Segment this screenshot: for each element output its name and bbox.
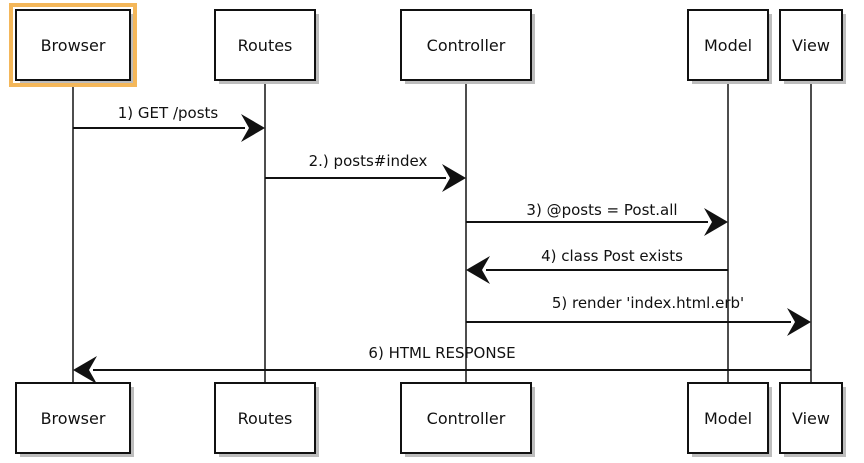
participant-box: [687, 382, 769, 454]
participant-box: [687, 9, 769, 81]
message-4: 4) class Post exists: [466, 247, 728, 284]
participant-browser-bottom: Browser: [15, 382, 134, 457]
message-label: 5) render 'index.html.erb': [552, 294, 744, 312]
participant-box: [400, 382, 532, 454]
message-5: 5) render 'index.html.erb': [466, 294, 811, 336]
message-6: 6) HTML RESPONSE: [73, 344, 811, 384]
message-label: 3) @posts = Post.all: [526, 201, 677, 219]
participant-label: Model: [704, 36, 752, 55]
participant-model-bottom: Model: [687, 382, 772, 457]
message-label: 1) GET /posts: [118, 104, 219, 122]
participant-label: Controller: [427, 409, 506, 428]
participant-box: [779, 9, 843, 81]
participant-routes-top: Routes: [214, 9, 319, 84]
participant-label: Browser: [41, 36, 106, 55]
message-label: 4) class Post exists: [541, 247, 683, 265]
participant-controller-bottom: Controller: [400, 382, 535, 457]
message-label: 6) HTML RESPONSE: [368, 344, 515, 362]
participant-view-top: View: [779, 9, 846, 84]
participant-label: Controller: [427, 36, 506, 55]
participant-browser-top: Browser: [15, 9, 134, 84]
arrowhead-icon: [704, 208, 728, 236]
participant-routes-bottom: Routes: [214, 382, 319, 457]
participant-box: [15, 9, 131, 81]
participant-label: Model: [704, 409, 752, 428]
participant-label: View: [792, 409, 830, 428]
participant-box: [779, 382, 843, 454]
arrowhead-icon: [442, 164, 466, 192]
message-2: 2.) posts#index: [265, 152, 466, 192]
participant-view-bottom: View: [779, 382, 846, 457]
participant-label: View: [792, 36, 830, 55]
selection-highlight: [9, 3, 137, 87]
arrowhead-icon: [787, 308, 811, 336]
participant-label: Routes: [238, 409, 293, 428]
arrowhead-icon: [241, 114, 265, 142]
participant-box: [214, 382, 316, 454]
arrowhead-icon: [466, 256, 490, 284]
message-1: 1) GET /posts: [73, 104, 265, 142]
participant-label: Browser: [41, 409, 106, 428]
participant-label: Routes: [238, 36, 293, 55]
participant-box: [214, 9, 316, 81]
participant-box: [400, 9, 532, 81]
participant-box: [15, 382, 131, 454]
arrowhead-icon: [73, 356, 97, 384]
participant-controller-top: Controller: [400, 9, 535, 84]
message-3: 3) @posts = Post.all: [466, 201, 728, 236]
message-label: 2.) posts#index: [309, 152, 428, 170]
participant-model-top: Model: [687, 9, 772, 84]
